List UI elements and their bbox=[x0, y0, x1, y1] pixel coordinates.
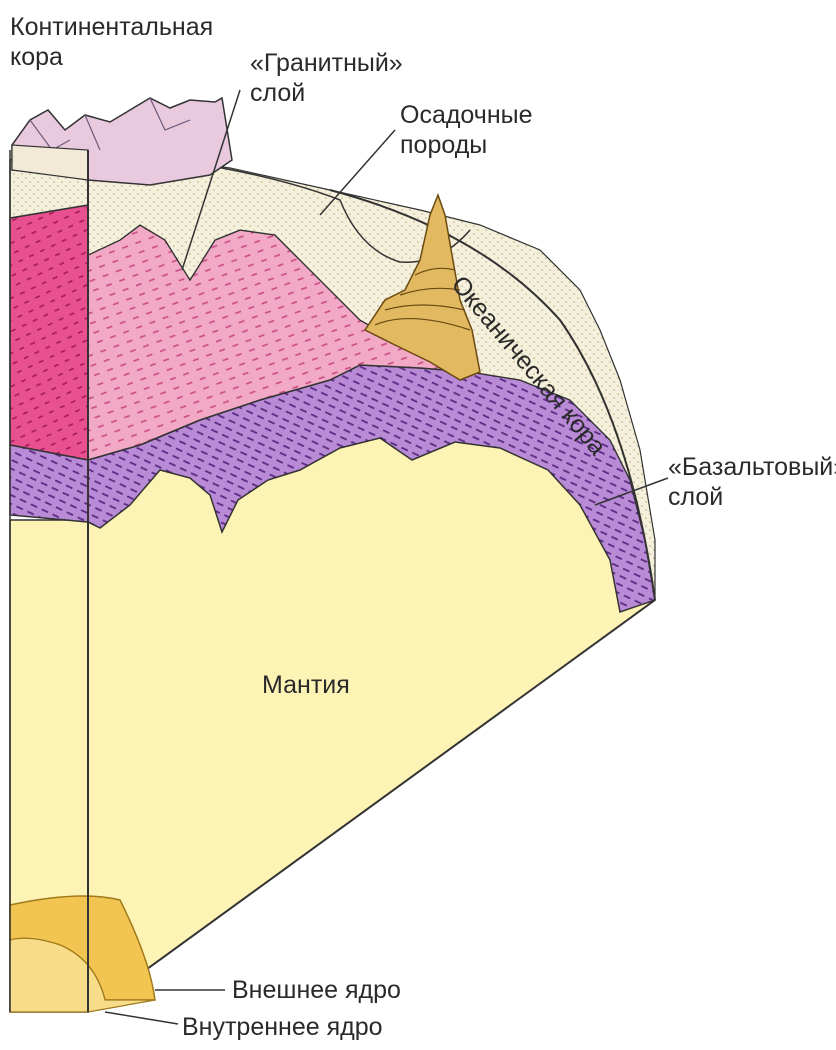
inner-core-label: Внутреннее ядро bbox=[182, 1012, 383, 1042]
continental-crust-label: Континентальная кора bbox=[10, 12, 213, 72]
basalt-layer-label: «Базальтовый» слой bbox=[668, 452, 836, 512]
granite-layer-label: «Гранитный» слой bbox=[250, 48, 403, 108]
sedimentary-rocks-label: Осадочные породы bbox=[400, 100, 533, 160]
mantle-label: Мантия bbox=[262, 670, 350, 700]
outer-core-label: Внешнее ядро bbox=[232, 975, 401, 1005]
inner-core-pointer bbox=[105, 1012, 178, 1024]
front-granite bbox=[10, 205, 88, 460]
